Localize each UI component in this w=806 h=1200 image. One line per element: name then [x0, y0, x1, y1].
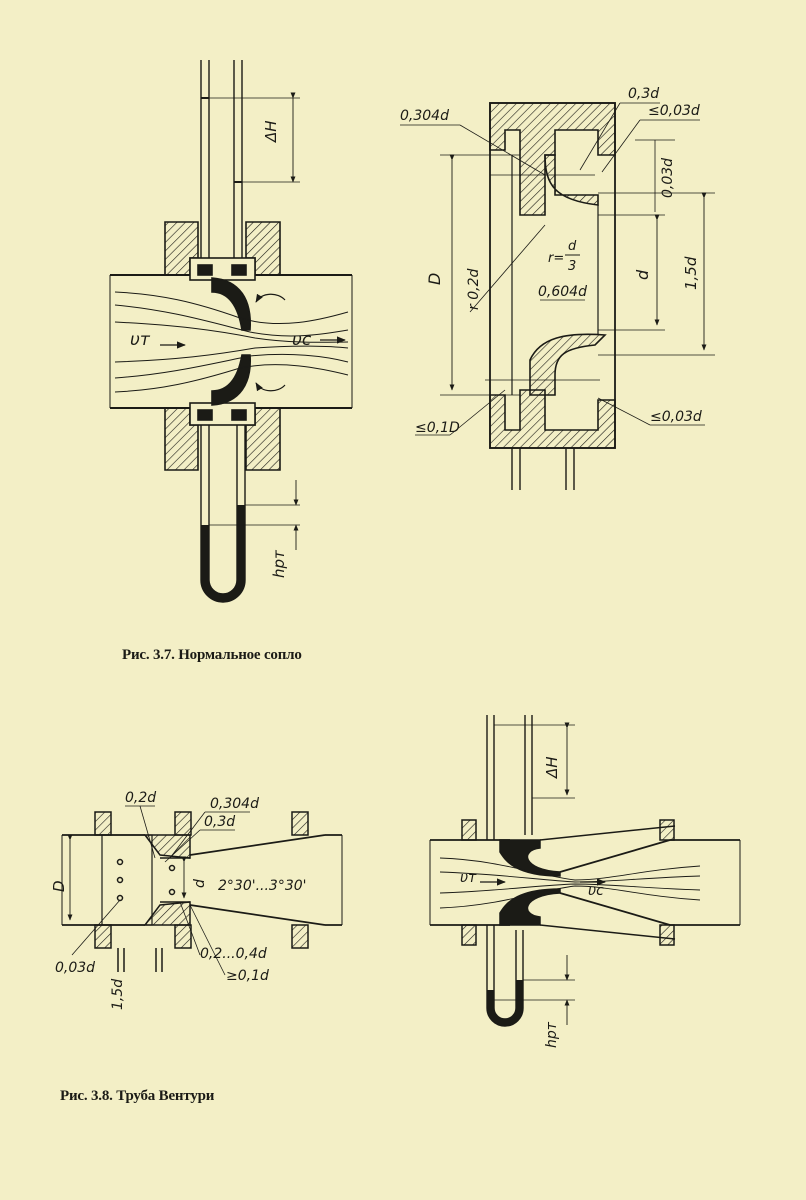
fig38-right-venturi	[429, 715, 741, 1027]
fig37-left-vt-label: υт	[130, 330, 151, 350]
fig37-right-003d-side-label: 0,03d	[660, 158, 676, 198]
fig37-right-frac-den: 3	[568, 259, 576, 274]
fig37-right-section	[400, 102, 715, 490]
fig38-left-venturi-section	[61, 805, 343, 976]
fig37-left-vc-label: υс	[292, 330, 312, 350]
fig37-right-003d-top-label: ≤0,03d	[648, 103, 700, 119]
fig37-right-15d-label: 1,5d	[682, 256, 700, 290]
fig37-right-r02d-label: r 0,2d	[466, 269, 482, 310]
fig38-left-15d-label: 1,5d	[110, 979, 126, 1010]
fig38-right-vt-label: υт	[460, 870, 477, 886]
fig38-left-01d-label: ≥0,1d	[226, 968, 269, 984]
fig37-right-003d-bottom-label: ≤0,03d	[650, 409, 702, 425]
figure-caption-3-8: Рис. 3.8. Труба Вентури	[60, 1088, 215, 1104]
figure-caption-3-7: Рис. 3.7. Нормальное сопло	[122, 647, 302, 663]
fig37-right-frac-num: d	[568, 239, 577, 254]
fig38-right-vc-label: υс	[588, 883, 604, 899]
fig37-right-d-label: d	[633, 269, 652, 280]
fig37-right-D-label: D	[425, 273, 444, 285]
fig37-left-delta-h-label: ΔH	[262, 120, 280, 143]
fig38-left-02d-label: 0,2d	[125, 790, 156, 806]
fig38-left-03d-label: 0,3d	[204, 814, 235, 830]
fig38-left-D-label: D	[50, 880, 68, 892]
fig37-left-hrt-label: hрт	[270, 549, 288, 578]
fig38-right-delta-h-label: ΔH	[543, 756, 561, 779]
fig37-left-nozzle	[109, 60, 353, 603]
fig38-left-0304d-label: 0,304d	[210, 796, 259, 812]
fig38-left-003d-label: 0,03d	[55, 960, 95, 976]
fig37-right-0304d-label: 0,304d	[400, 108, 449, 124]
fig38-right-hrt-label: hрт	[544, 1021, 560, 1048]
fig37-right-01D-label: ≤0,1D	[415, 420, 460, 436]
fig38-left-02-04d-label: 0,2...0,4d	[200, 946, 267, 962]
fig38-left-angle-label: 2°30'...3°30'	[218, 878, 307, 894]
fig38-left-d-label: d	[192, 879, 208, 888]
fig37-right-03d-label: 0,3d	[628, 86, 659, 102]
fig37-right-0604d-label: 0,604d	[538, 284, 587, 300]
fig37-right-r-label: r=	[548, 251, 564, 266]
